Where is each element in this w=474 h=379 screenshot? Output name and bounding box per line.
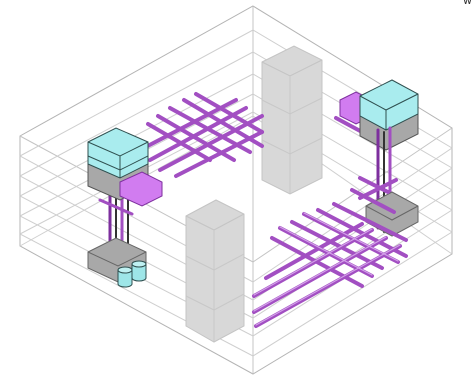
duct-grid-front-highlight xyxy=(253,212,401,326)
corner-text: w xyxy=(463,0,472,7)
duct-grid-rear xyxy=(138,92,264,178)
air-handling-unit-right xyxy=(339,79,419,151)
duct-grid-front xyxy=(252,176,408,328)
structural-column-front xyxy=(185,199,245,343)
structural-column-back xyxy=(261,45,323,195)
air-handling-unit-left xyxy=(87,127,163,207)
floor-levels xyxy=(18,29,453,357)
storage-cylinders xyxy=(117,260,147,288)
